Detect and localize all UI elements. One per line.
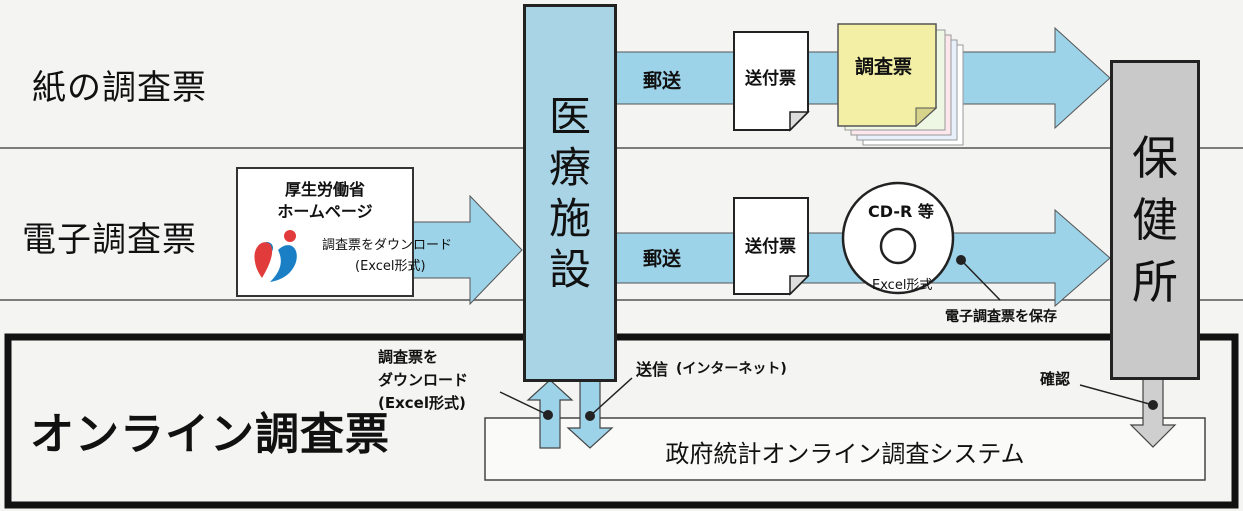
online-system-label: 政府統計オンライン調査システム [665, 440, 1025, 468]
health-center-box: 保 健 所 [1110, 60, 1200, 380]
health-char-2: 健 [1132, 192, 1178, 247]
paper-mail-label: 郵送 [643, 70, 682, 92]
save-electronic-note: 電子調査票を保存 [945, 309, 1057, 325]
paper-cover-letter-label: 送付票 [745, 69, 796, 89]
confirm-arrow-down [1129, 377, 1177, 448]
cd-format-label: Excel形式 [872, 278, 933, 293]
electronic-cover-letter-label: 送付票 [745, 237, 796, 257]
health-char-1: 保 [1132, 130, 1178, 185]
online-download-line2: ダウンロード [378, 371, 469, 389]
row-label-paper: 紙の調査票 [32, 68, 207, 108]
download-format: (Excel形式) [355, 259, 426, 274]
questionnaire-stack [837, 23, 964, 146]
medical-char-2: 療 [548, 142, 591, 192]
cd-r-label: CD-R 等 [868, 202, 934, 221]
cd-r-icon [841, 181, 1001, 301]
website-title-line2: ホームページ [277, 202, 373, 221]
send-label: 送信 [636, 360, 669, 379]
questionnaire-label: 調査票 [855, 56, 913, 78]
row-label-electronic: 電子調査票 [22, 220, 197, 260]
medical-facility-box: 医 療 施 設 [523, 4, 617, 382]
medical-char-3: 施 [548, 194, 591, 243]
online-download-line1: 調査票を [378, 348, 439, 366]
website-title-line1: 厚生労働省 [284, 180, 365, 199]
row-label-online: オンライン調査票 [30, 409, 390, 460]
online-download-line3: (Excel形式) [378, 394, 466, 412]
cover-letter-doc-paper [733, 31, 810, 132]
website-box [236, 167, 414, 297]
confirm-label: 確認 [1040, 370, 1071, 388]
download-label: 調査票をダウンロード [322, 238, 453, 253]
mhlw-logo-icon [254, 230, 297, 282]
medical-char-4: 設 [548, 245, 591, 295]
online-section-frame [4, 333, 1239, 509]
health-char-3: 所 [1132, 255, 1178, 310]
cover-letter-doc-electronic [733, 197, 810, 296]
medical-char-1: 医 [548, 91, 591, 141]
send-via-label: (インターネット) [676, 361, 787, 377]
electronic-mail-label: 郵送 [643, 248, 682, 270]
